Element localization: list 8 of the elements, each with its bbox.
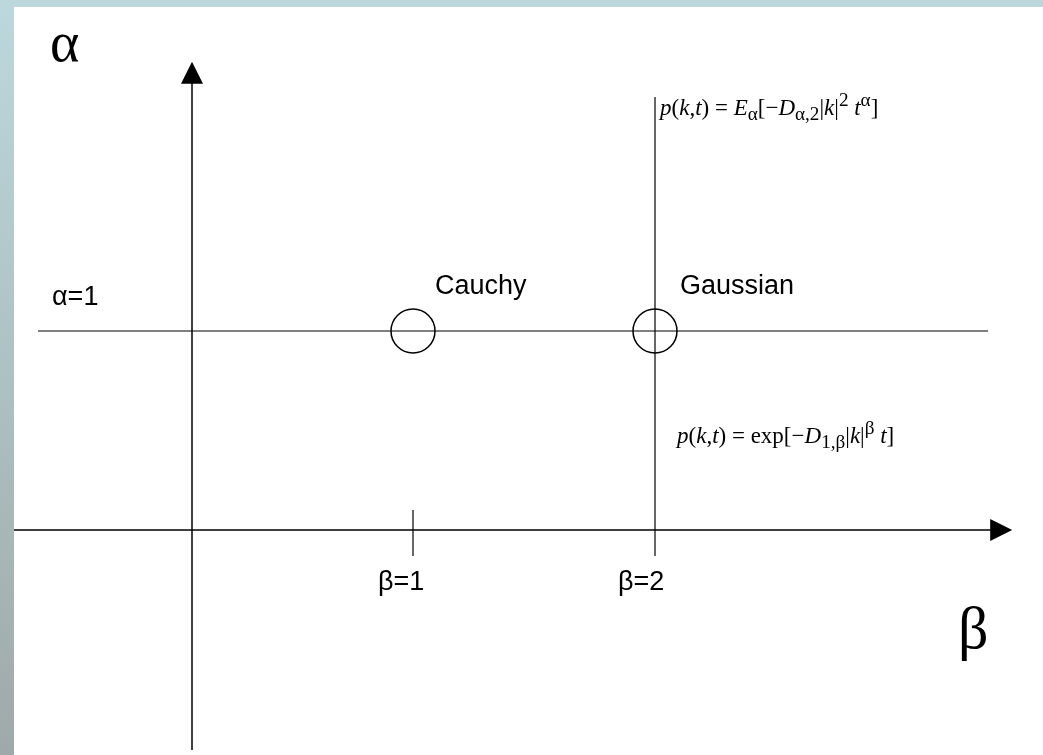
point-label: Gaussian [680, 272, 795, 299]
axis-label: α [50, 14, 80, 70]
formula-text: p(k,t) = exp[−D$_{1,β}$|k|$^{β}$ t] [677, 418, 895, 452]
tick-label: β=1 [378, 568, 425, 595]
tick-label: β=2 [618, 568, 665, 595]
formula-text: p(k,t) = E$_{α}$[−D$_{α,2}$|k|$^{2}$ t$^{α}$] [660, 90, 879, 124]
line-label: α=1 [52, 283, 99, 310]
point-label: Cauchy [435, 272, 527, 299]
